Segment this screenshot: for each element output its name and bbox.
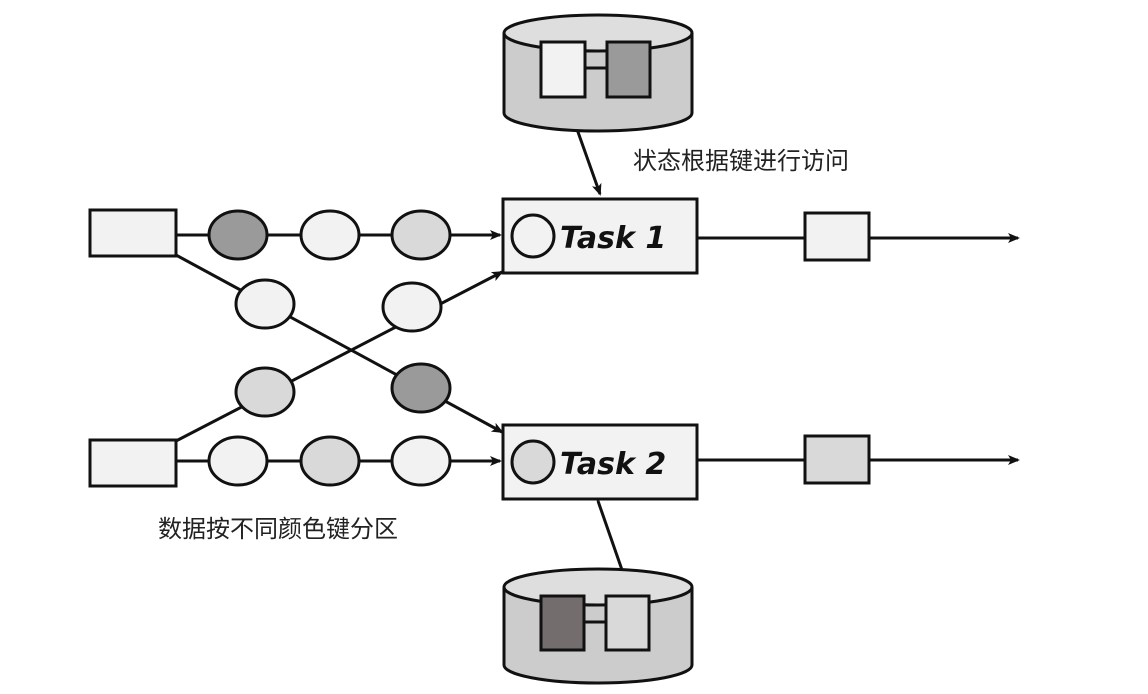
state-store-1-key-light xyxy=(539,40,587,99)
output-record-task-2 xyxy=(803,434,871,485)
state-store-2-top xyxy=(502,567,694,607)
task-1-label: Task 1 xyxy=(560,221,666,256)
record-top-1 xyxy=(207,209,269,261)
record-bottom-3 xyxy=(390,435,452,487)
source-box-top xyxy=(88,208,178,258)
record-top-3 xyxy=(390,209,452,261)
source-box-bottom xyxy=(88,438,178,488)
record-bottom-1 xyxy=(207,435,269,487)
cross-line-to-task-1 xyxy=(175,270,504,443)
data-records xyxy=(207,209,452,487)
task-1-record xyxy=(510,213,556,259)
state-access-caption: 状态根据键进行访问 xyxy=(633,147,849,175)
record-cross-4 xyxy=(390,362,452,414)
cross-line-to-task-2 xyxy=(175,253,504,434)
state-store-2 xyxy=(502,567,694,685)
state-store-1-key-dark xyxy=(605,40,652,99)
partition-caption: 数据按不同颜色键分区 xyxy=(158,515,398,543)
record-top-2 xyxy=(299,209,361,261)
state-store-1-top xyxy=(502,13,694,53)
task-2-label: Task 2 xyxy=(560,447,666,482)
task-2: Task 2 xyxy=(501,423,699,501)
record-cross-2 xyxy=(381,281,443,333)
record-bottom-2 xyxy=(299,435,361,487)
state-store-2-key-light xyxy=(604,594,651,652)
record-cross-3 xyxy=(234,366,296,418)
task-2-record xyxy=(510,439,556,485)
state-store-2-key-darkest xyxy=(539,594,586,652)
record-cross-1 xyxy=(234,278,296,330)
state-store-1 xyxy=(502,13,694,133)
output-record-task-1 xyxy=(803,211,871,262)
task-1: Task 1 xyxy=(501,197,699,275)
